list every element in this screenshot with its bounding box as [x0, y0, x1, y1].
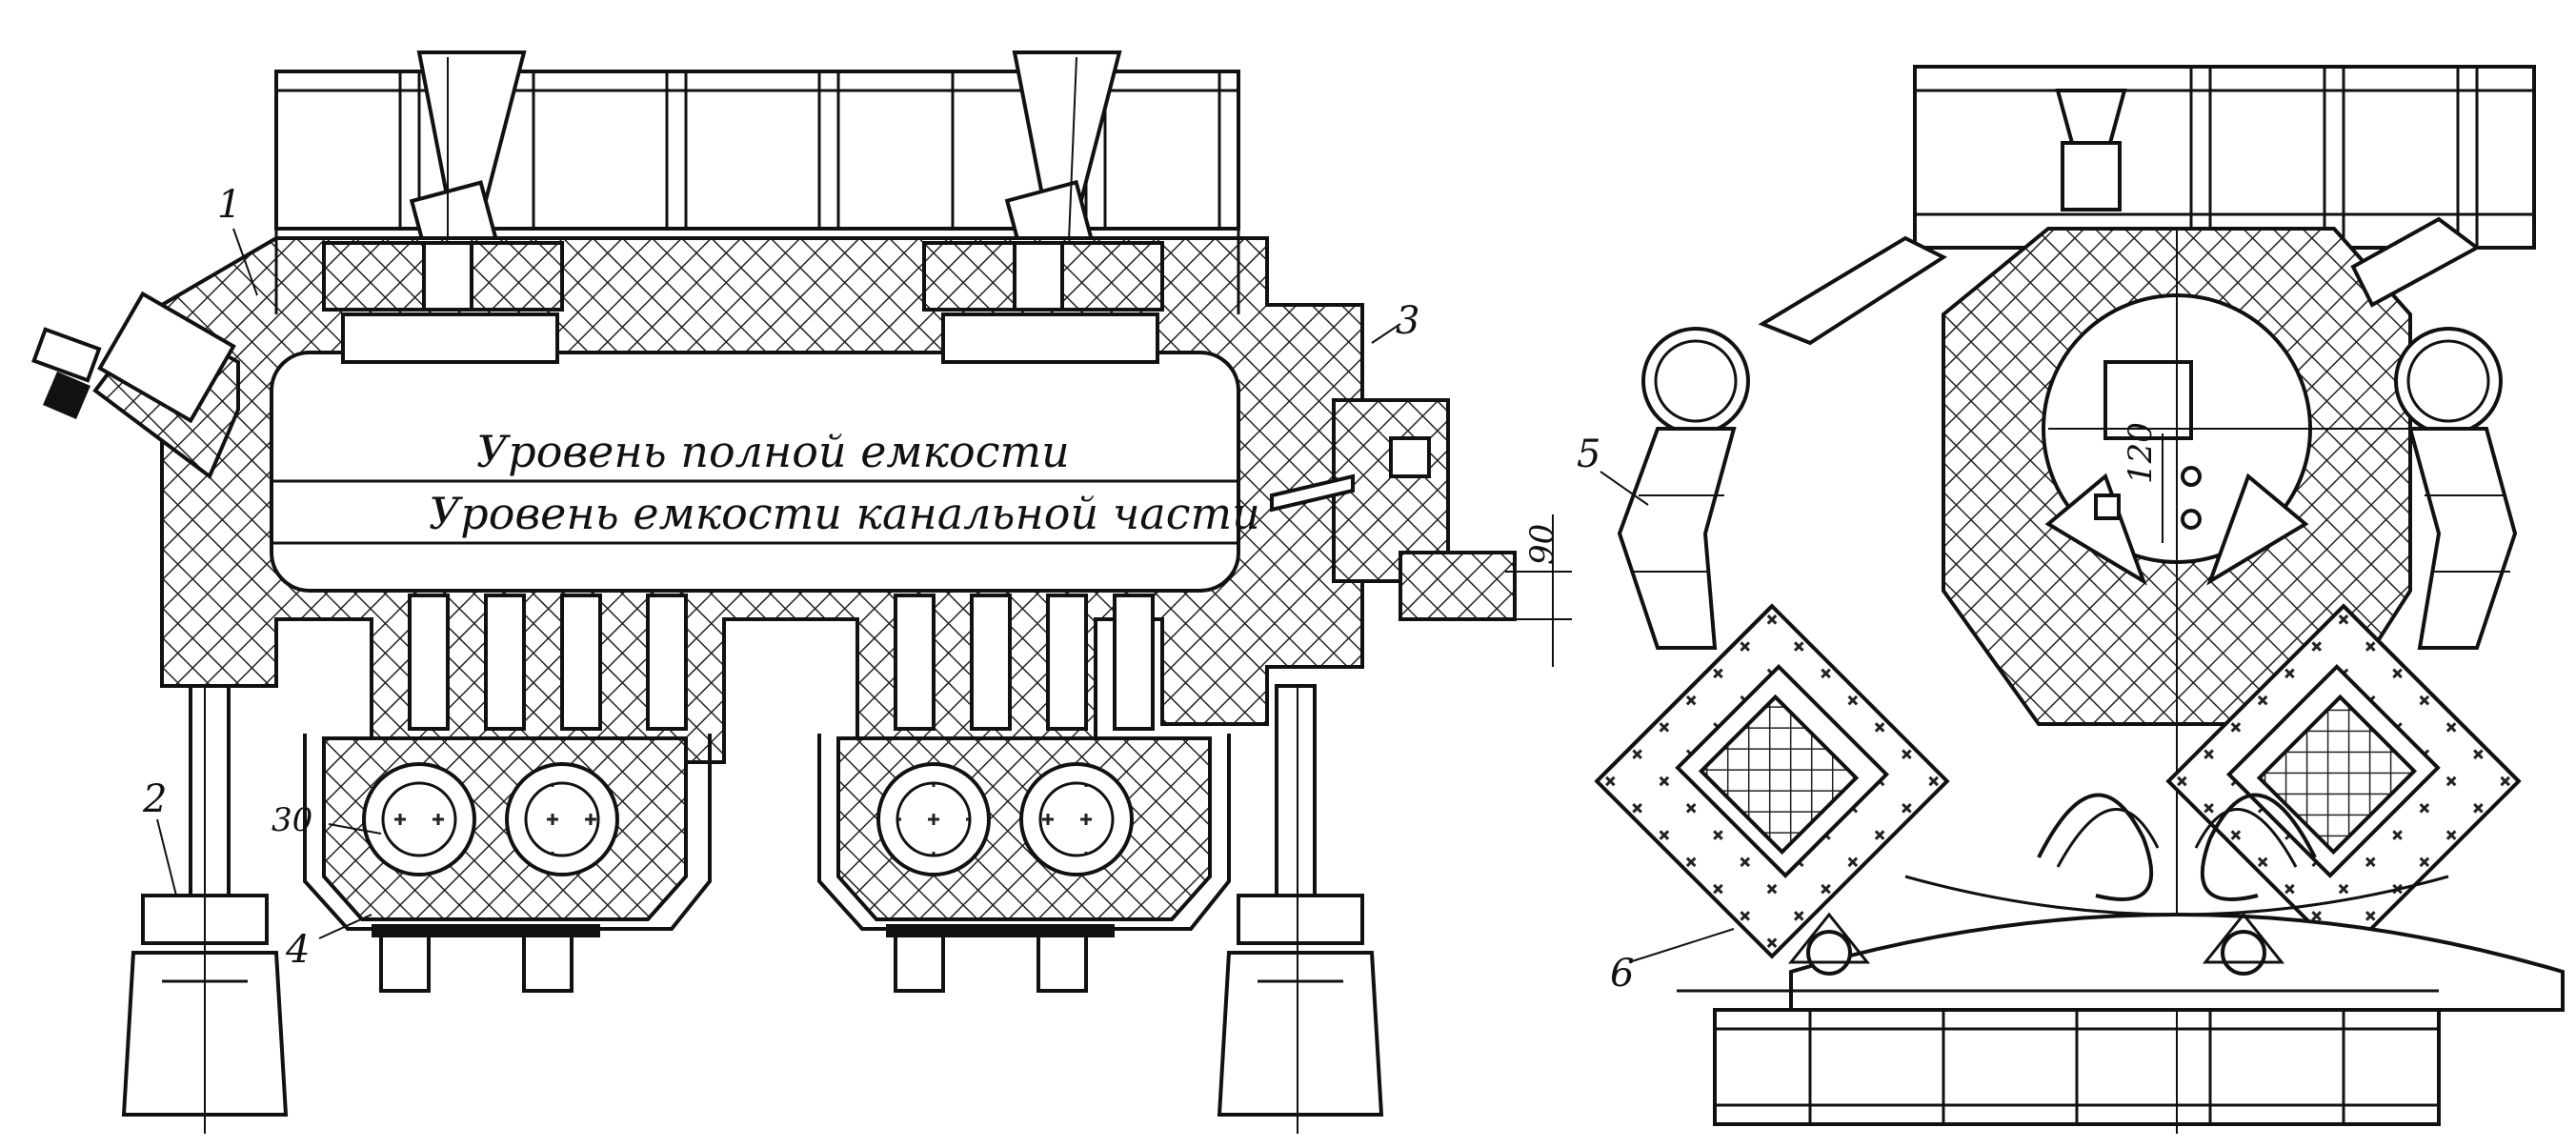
callout-4: 4 [285, 928, 310, 972]
dimension-120: 120 [2122, 422, 2163, 543]
cross-section-refractory [1758, 216, 2481, 1134]
longitudinal-section-view: 90 Уровень полной емкости Уровень емкост… [31, 50, 1572, 1134]
tilt-support-right [1217, 684, 1384, 1134]
callouts-left: 1 3 2 4 30 [142, 183, 1419, 972]
tilt-support-left [121, 684, 289, 1134]
callout-6: 6 [1610, 952, 1634, 996]
inductor-inclined-left [1594, 603, 1950, 959]
channel-capacity-level-label: Уровень емкости канальной части [429, 488, 1260, 539]
air-duct-right [2394, 327, 2518, 650]
inductor-housing-left [303, 734, 712, 931]
callout-1: 1 [217, 183, 241, 227]
pouring-spout [1270, 398, 1517, 621]
cross-section-view: 120 [1577, 65, 2565, 1134]
callout-5: 5 [1577, 433, 1600, 476]
charging-nozzle [31, 291, 240, 480]
callouts-right: 5 6 [1577, 433, 1735, 996]
callout-3: 3 [1396, 299, 1419, 343]
inductor-clamps [372, 924, 1115, 993]
callout-2: 2 [142, 777, 167, 821]
air-duct-left [1617, 327, 1750, 650]
dim-120-label: 120 [2122, 422, 2160, 484]
inductor-inclined-right [2165, 603, 2522, 959]
base-frame [1677, 989, 2441, 1126]
channel-columns [408, 594, 1155, 731]
dim-30-label: 30 [272, 801, 312, 839]
dimension-90: 90 [1505, 514, 1572, 667]
tilting-cradle [1787, 912, 2565, 1012]
dim-90-label: 90 [1523, 524, 1561, 565]
top-platform-cross [1913, 65, 2536, 250]
full-capacity-level-label: Уровень полной емкости [476, 426, 1070, 477]
inductor-housing-right [817, 734, 1231, 931]
